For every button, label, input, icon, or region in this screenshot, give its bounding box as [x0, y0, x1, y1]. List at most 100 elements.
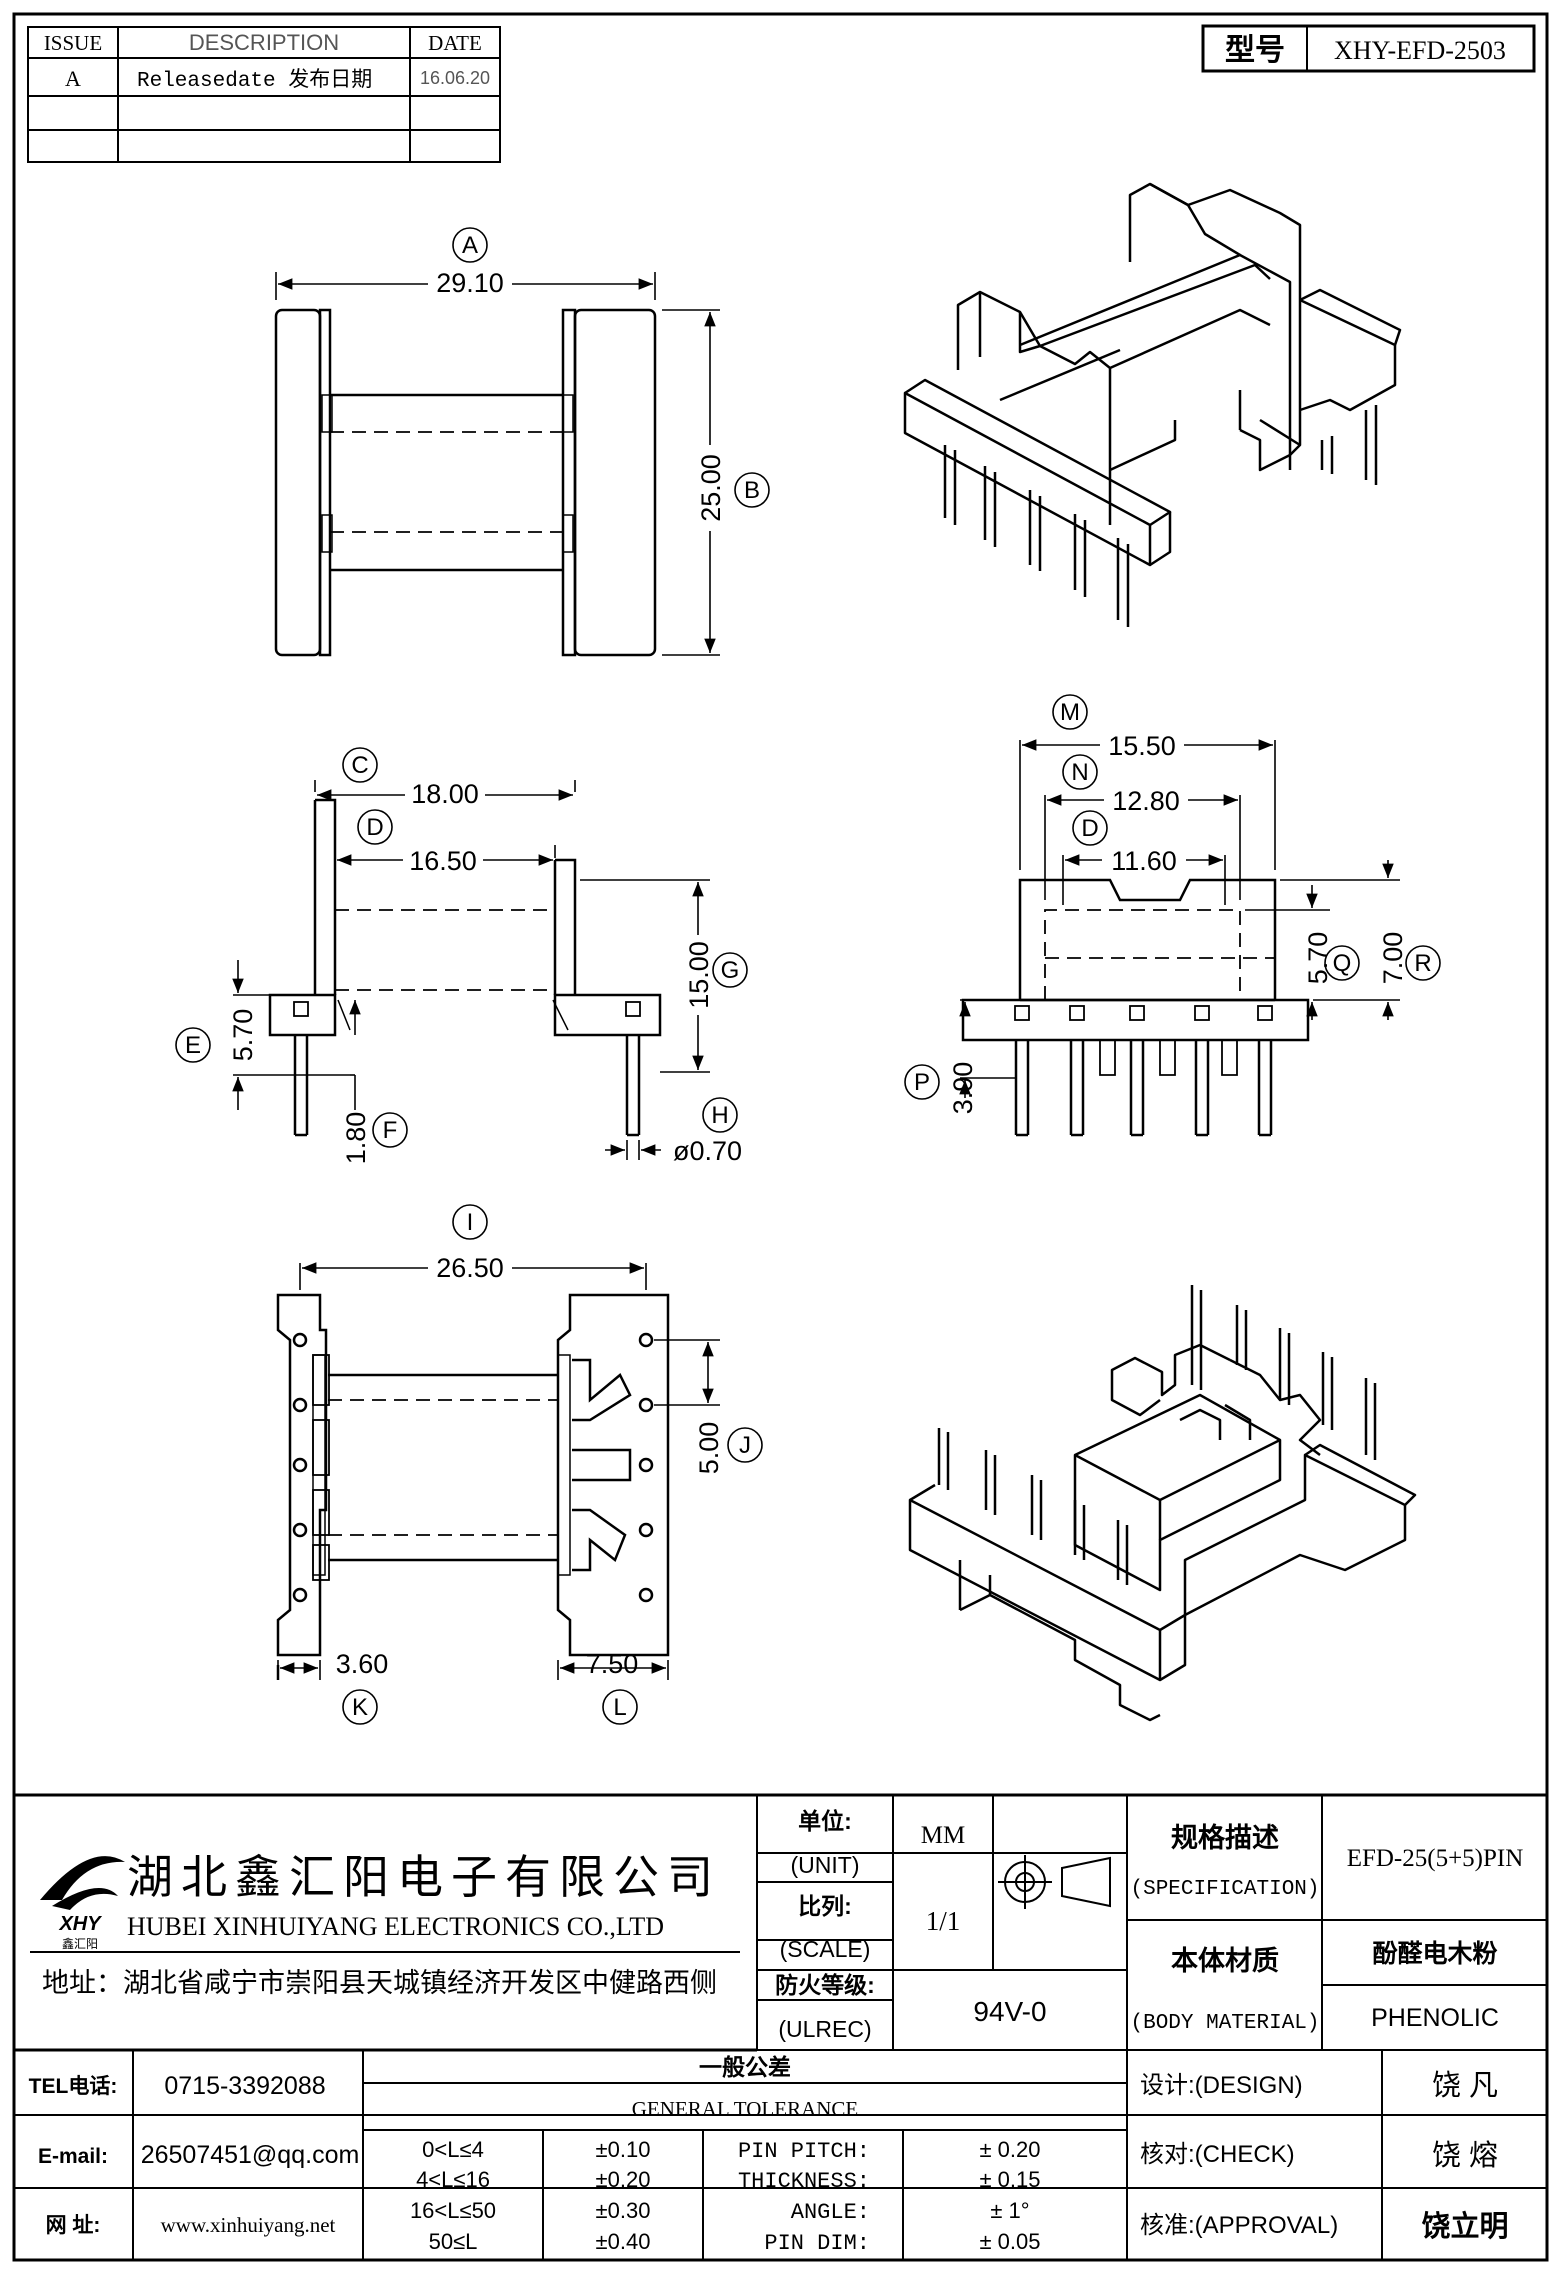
model-value: XHY-EFD-2503: [1334, 36, 1506, 65]
tol-item-value: ± 0.15: [979, 2167, 1040, 2192]
model-label: 型号: [1225, 34, 1285, 67]
unit-value: MM: [921, 1822, 965, 1849]
ulrec-label-en: (ULREC): [778, 2016, 871, 2042]
tel-label: TEL电话:: [29, 2075, 118, 2098]
material-label-cn: 本体材质: [1171, 1946, 1279, 1976]
front-view: [961, 878, 1310, 1137]
marker-i: I: [467, 1209, 474, 1236]
isometric-view-top: [903, 182, 1402, 627]
email-label: E-mail:: [38, 2145, 108, 2168]
marker-r: R: [1414, 950, 1431, 977]
approval-label: 核准:(APPROVAL): [1140, 2212, 1338, 2239]
marker-q: Q: [1333, 950, 1352, 977]
isometric-view-bottom: [908, 1285, 1417, 1722]
ulrec-value: 94V-0: [973, 1996, 1046, 2027]
design-label: 设计:(DESIGN): [1140, 2072, 1303, 2099]
tol-item: ANGLE:: [791, 2200, 870, 2225]
tol-range: 0<L≤4: [422, 2137, 484, 2162]
material-label-en: (BODY MATERIAL): [1130, 2012, 1319, 2035]
tol-value: ±0.10: [596, 2137, 651, 2162]
logo-text: XHY: [58, 1913, 102, 1935]
tol-value: ±0.20: [596, 2167, 651, 2192]
scale-label-en: (SCALE): [780, 1936, 871, 1962]
approval-name: 饶立明: [1421, 2209, 1508, 2243]
rev-row-date: 16.06.20: [420, 68, 490, 88]
tolerance-table: 0<L≤4 ±0.10 PIN PITCH: ± 0.20 4<L≤16 ±0.…: [410, 2137, 1041, 2256]
dim-l: 7.50: [586, 1649, 639, 1679]
dim-k: 3.60: [336, 1649, 389, 1679]
projection-symbol: [998, 1855, 1111, 1909]
dim-q: 5.70: [1303, 932, 1333, 985]
rev-header-issue: ISSUE: [44, 31, 102, 55]
marker-l: L: [613, 1694, 626, 1721]
email-value: 26507451@qq.com: [141, 2141, 360, 2169]
tel-value: 0715-3392088: [164, 2072, 325, 2100]
tol-item: PIN PITCH:: [738, 2139, 870, 2164]
marker-h: H: [711, 1102, 728, 1129]
tol-value: ±0.30: [596, 2198, 651, 2223]
dim-b: 25.00: [696, 454, 726, 522]
ulrec-label-cn: 防火等级:: [775, 1972, 875, 1998]
dim-i: 26.50: [436, 1253, 504, 1283]
dim-p: 3.90: [948, 1062, 978, 1115]
spec-value: EFD-25(5+5)PIN: [1347, 1845, 1524, 1872]
tol-item-value: ± 0.20: [979, 2137, 1040, 2162]
marker-c: C: [351, 752, 368, 779]
web-label: 网 址:: [46, 2214, 101, 2237]
marker-b: B: [744, 477, 760, 504]
tol-value: ±0.40: [596, 2229, 651, 2254]
logo-subtext: 鑫汇阳: [62, 1936, 98, 1951]
tolerance-title-cn: 一般公差: [699, 2054, 791, 2080]
web-value: www.xinhuiyang.net: [161, 2213, 336, 2237]
marker-p: P: [914, 1069, 930, 1096]
dim-n: 12.80: [1112, 786, 1180, 816]
dim-a: 29.10: [436, 268, 504, 298]
scale-value: 1/1: [926, 1906, 961, 1936]
marker-e: E: [185, 1032, 201, 1059]
company-address: 地址：湖北省咸宁市崇阳县天城镇经济开发区中健路西侧: [42, 1968, 717, 1998]
material-value-cn: 酚醛电木粉: [1372, 1940, 1497, 1968]
tol-item: PIN DIM:: [764, 2231, 870, 2256]
unit-label-cn: 单位:: [798, 1808, 852, 1834]
model-box: [1201, 24, 1536, 73]
bottom-view: [276, 1293, 670, 1680]
rev-row-issue: A: [65, 66, 81, 91]
company-name-cn: 湖北鑫汇阳电子有限公司: [127, 1852, 721, 1903]
rev-row-description: Releasedate 发布日期: [137, 68, 372, 93]
rev-header-date: DATE: [428, 31, 482, 55]
check-label: 核对:(CHECK): [1140, 2141, 1295, 2168]
tol-range: 16<L≤50: [410, 2198, 496, 2223]
rev-header-description: DESCRIPTION: [189, 30, 339, 55]
dim-o: 11.60: [1111, 846, 1177, 876]
marker-m: M: [1060, 699, 1080, 726]
marker-d: D: [366, 814, 383, 841]
dim-j: 5.00: [694, 1422, 724, 1475]
company-logo: XHY 鑫汇阳: [40, 1856, 125, 1951]
spec-label-cn: 规格描述: [1171, 1823, 1279, 1853]
tol-item-value: ± 0.05: [979, 2229, 1040, 2254]
scale-label-cn: 比列:: [798, 1893, 852, 1919]
dim-c: 18.00: [411, 779, 479, 809]
dim-e: 5.70: [228, 1009, 258, 1062]
marker-f: F: [383, 1117, 398, 1144]
tolerance-title-en: GENERAL TOLERANCE: [632, 2097, 859, 2121]
marker-n: N: [1071, 759, 1088, 786]
marker-g: G: [721, 957, 740, 984]
marker-a: A: [462, 232, 478, 259]
title-block-grid: [14, 1795, 1547, 2260]
tol-item: THICKNESS:: [738, 2169, 870, 2194]
material-value-en: PHENOLIC: [1371, 2004, 1499, 2032]
dim-g: 15.00: [684, 941, 714, 1009]
marker-o: D: [1081, 815, 1098, 842]
dim-m: 15.50: [1108, 731, 1176, 761]
dim-h: ø0.70: [673, 1136, 742, 1166]
dim-d: 16.50: [409, 846, 477, 876]
spec-label-en: (SPECIFICATION): [1130, 1878, 1319, 1901]
revision-table: [27, 26, 501, 163]
unit-label-en: (UNIT): [791, 1852, 860, 1878]
tol-item-value: ± 1°: [990, 2198, 1029, 2223]
check-name: 饶 熔: [1432, 2139, 1498, 2172]
sheet-border: [12, 12, 1549, 2262]
marker-j: J: [739, 1432, 751, 1459]
